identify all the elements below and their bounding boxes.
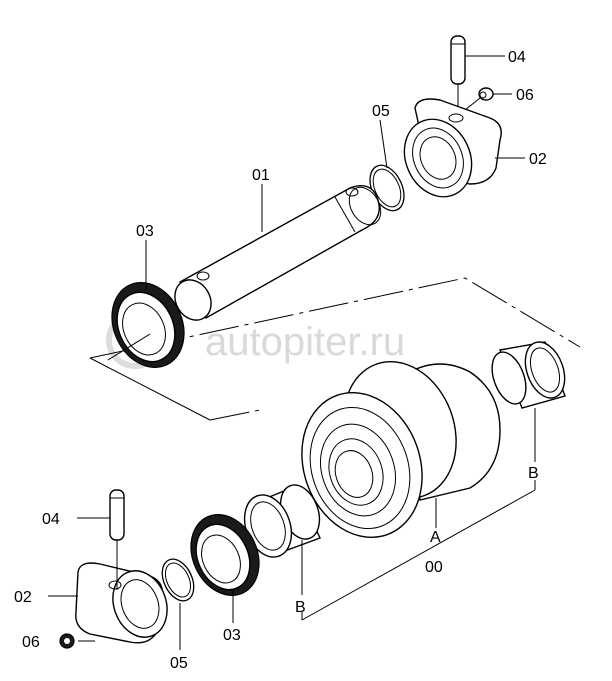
label-03-bottom: 03 xyxy=(223,627,241,644)
label-05-bottom: 05 xyxy=(170,655,188,672)
watermark-text: autopiter.ru xyxy=(205,320,405,364)
collar-top xyxy=(403,98,502,198)
label-01: 01 xyxy=(252,167,270,184)
label-04-top: 04 xyxy=(508,49,526,66)
pin-top xyxy=(450,35,466,118)
roller-wheel xyxy=(301,360,501,539)
collar-bottom xyxy=(75,562,168,644)
label-06-top: 06 xyxy=(516,87,534,104)
labels: 04 06 02 05 01 03 04 02 06 05 03 B B A 0… xyxy=(14,49,547,672)
label-05-top: 05 xyxy=(372,103,390,120)
seal-bottom xyxy=(190,514,260,596)
label-00: 00 xyxy=(425,559,443,576)
watermark: autopiter.ru xyxy=(106,311,405,369)
label-b-right: B xyxy=(528,465,539,482)
label-a: A xyxy=(430,529,441,546)
label-04-bottom: 04 xyxy=(42,511,60,528)
label-06-bottom: 06 xyxy=(22,634,40,651)
bushing-right xyxy=(491,341,566,409)
plug-bottom xyxy=(59,633,75,649)
shaft xyxy=(174,185,382,321)
label-02-bottom: 02 xyxy=(14,589,32,606)
label-02-top: 02 xyxy=(529,151,547,168)
label-b-left: B xyxy=(295,599,306,616)
bushing-left xyxy=(243,484,321,558)
section-frame xyxy=(89,277,581,421)
oring-bottom xyxy=(161,558,195,602)
label-03-top: 03 xyxy=(136,223,154,240)
leader-lines xyxy=(48,55,536,650)
seal-top xyxy=(107,282,185,368)
plug-top xyxy=(464,87,494,111)
pin-bottom xyxy=(109,489,125,590)
